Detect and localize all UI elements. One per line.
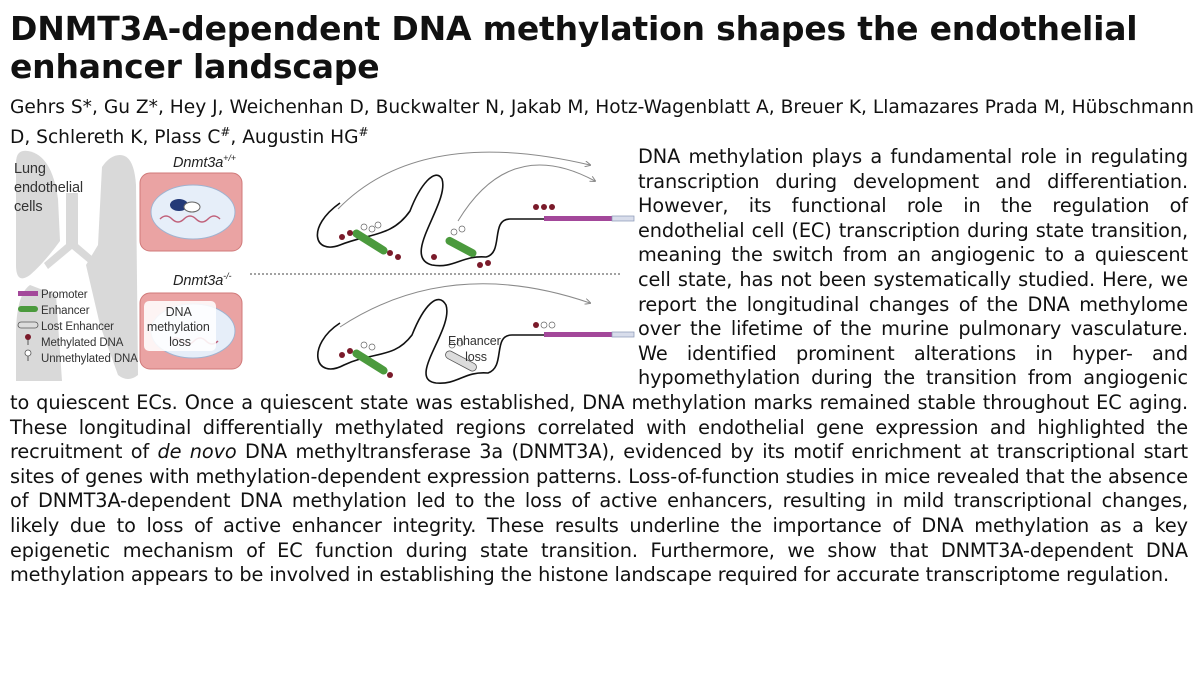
lost-enhancer-legend-icon [17, 321, 39, 329]
author-list: Gehrs S*, Gu Z*, Hey J, Weichenhan D, Bu… [10, 97, 1194, 149]
enhancer-legend-icon [18, 306, 38, 312]
ko-cell: DNA methylation loss [139, 292, 243, 370]
enhancer-loss-label: Enhancer loss [448, 334, 504, 364]
author-name: Hey J [169, 97, 218, 118]
unmethylated-legend-icon [24, 349, 32, 357]
svg-text:Promoter Enhancer: Promoter Enhancer Lost Enhancer Methylat… [41, 289, 138, 365]
wt-cell [139, 172, 243, 252]
promoter-icon [544, 216, 612, 221]
promoter-icon [544, 332, 612, 337]
author-name: Jakab M [510, 97, 584, 118]
enhancer-icon [352, 229, 388, 255]
graphical-abstract: Lung endothelial cells Dnmt3a+/+ Dnmt3a-… [10, 145, 638, 389]
author-name: Llamazares Prada M [872, 97, 1060, 118]
legend-label: Methylated DNA [41, 337, 124, 349]
abstract-text-part2: DNA methyltransferase 3a (DNMT3A), evide… [10, 440, 1188, 587]
author-name: Plass C [154, 127, 221, 149]
ko-genotype-label: Dnmt3a-/- [173, 271, 231, 289]
wt-dna-diagram [316, 151, 635, 268]
enhancer-icon [445, 236, 477, 258]
ko-dna-diagram: Enhancer loss [316, 283, 635, 384]
promoter-legend-icon [18, 291, 38, 296]
wt-genotype-label: Dnmt3a+/+ [173, 153, 236, 171]
lost-enhancer-icon [445, 350, 477, 372]
legend-label: Enhancer [41, 305, 90, 317]
author-affiliation-mark: # [358, 125, 369, 139]
author-name: Buckwalter N [375, 97, 500, 118]
author-name: Gu Z* [103, 97, 158, 118]
paper-title: DNMT3A-dependent DNA methylation shapes … [10, 9, 1138, 86]
legend-label: Promoter [41, 289, 88, 301]
ko-cell-label: DNA methylation loss [147, 305, 213, 349]
wt-dnmt3a-protein [170, 199, 188, 211]
abstract: Lung endothelial cells Dnmt3a+/+ Dnmt3a-… [10, 145, 1188, 588]
author-name: Augustin HG [242, 127, 359, 149]
author-name: Breuer K [780, 97, 862, 118]
legend-label: Unmethylated DNA [41, 353, 138, 365]
author-affiliation-mark: # [220, 125, 231, 139]
methylated-legend-icon [25, 334, 31, 340]
graphical-abstract-svg: Lung endothelial cells Dnmt3a+/+ Dnmt3a-… [14, 150, 635, 384]
abstract-italic-term: de novo [157, 440, 237, 464]
figure-legend: Promoter Enhancer Lost Enhancer Methylat… [17, 289, 138, 365]
author-name: Gehrs S* [10, 97, 92, 118]
author-name: Schlereth K [36, 127, 143, 149]
enhancer-icon [352, 349, 388, 375]
abstract-text-part1: DNA methylation plays a fundamental role… [10, 145, 1188, 464]
author-name: Hübschmann D [10, 97, 1194, 149]
cell-label: Lung endothelial cells [14, 161, 87, 215]
legend-label: Lost Enhancer [41, 321, 114, 333]
author-name: Hotz-Wagenblatt A [595, 97, 769, 118]
author-name: Weichenhan D [229, 97, 364, 118]
